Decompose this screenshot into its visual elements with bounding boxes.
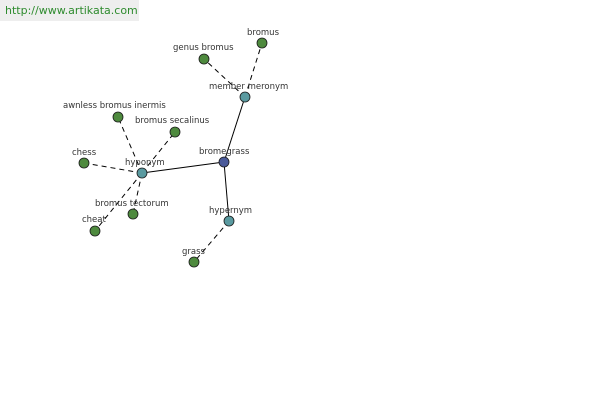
node-cheat[interactable] (89, 225, 101, 237)
labels-layer: bromegrass member meronym hyponym hypernym b… (63, 28, 288, 257)
node-bromus-tectorum[interactable] (127, 208, 139, 220)
node-bromegrass[interactable] (218, 156, 230, 168)
edge-hyponym-to-chess (83, 162, 143, 174)
edges-layer (83, 42, 263, 263)
node-label-bromus[interactable]: bromus (247, 28, 280, 38)
node-label-cheat[interactable]: cheat (82, 215, 106, 225)
edge-bromegrass-to-hyponym (141, 161, 225, 174)
node-hyponym[interactable] (136, 167, 148, 179)
edge-hyponym-to-bromus-tectorum (132, 172, 143, 215)
node-label-hyponym[interactable]: hyponym (125, 158, 165, 168)
node-awnless-bromus-inermis[interactable] (112, 111, 124, 123)
edge-member-meronym-to-bromus (244, 42, 263, 98)
node-label-hypernym[interactable]: hypernym (209, 206, 252, 216)
node-chess[interactable] (78, 157, 90, 169)
node-grass[interactable] (188, 256, 200, 268)
node-label-genus-bromus[interactable]: genus bromus (173, 43, 234, 53)
edge-hyponym-to-awnless-bromus-inermis (117, 116, 143, 174)
node-bromus[interactable] (256, 37, 268, 49)
nodes-layer (78, 37, 268, 268)
node-bromus-secalinus[interactable] (169, 126, 181, 138)
node-label-bromus-secalinus[interactable]: bromus secalinus (135, 116, 210, 126)
node-label-bromus-tectorum[interactable]: bromus tectorum (95, 199, 169, 209)
edge-bromegrass-to-hypernym (223, 161, 230, 222)
node-label-chess[interactable]: chess (72, 148, 97, 158)
url-link[interactable]: http://www.artikata.com (5, 4, 138, 17)
edge-bromegrass-to-member-meronym (223, 96, 246, 163)
node-genus-bromus[interactable] (198, 53, 210, 65)
node-label-member-meronym[interactable]: member meronym (209, 82, 288, 92)
node-hypernym[interactable] (223, 215, 235, 227)
node-label-bromegrass[interactable]: bromegrass (199, 147, 250, 157)
edge-member-meronym-to-genus-bromus (203, 58, 246, 98)
node-member-meronym[interactable] (239, 91, 251, 103)
edge-hyponym-to-cheat (94, 172, 143, 232)
node-label-awnless-bromus-inermis[interactable]: awnless bromus inermis (63, 101, 166, 111)
node-label-grass[interactable]: grass (182, 247, 206, 257)
url-banner[interactable]: http://www.artikata.com (0, 0, 139, 21)
